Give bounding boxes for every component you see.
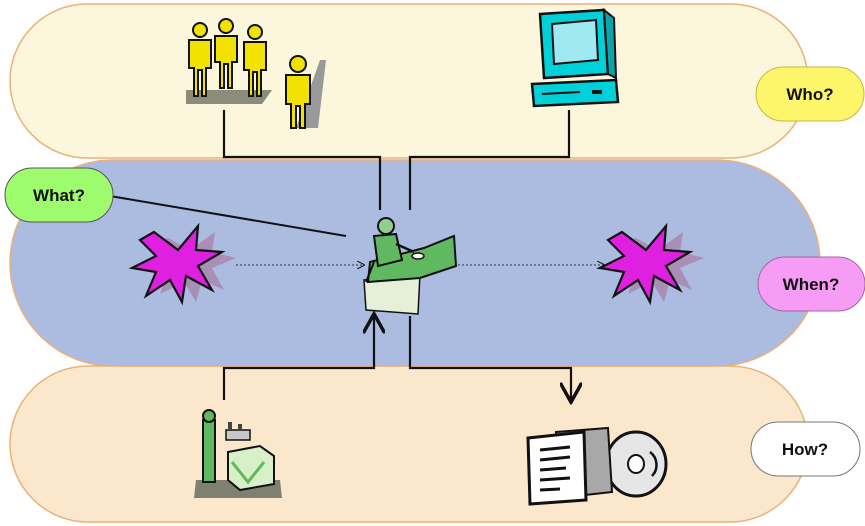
computer-icon [530, 7, 620, 108]
documents-disc-icon [526, 426, 668, 506]
how-bubble: How? [750, 421, 861, 477]
desk-worker-icon [363, 217, 458, 315]
connectors [109, 110, 571, 400]
how-band [9, 365, 809, 523]
who-band [9, 3, 809, 159]
what-label: What? [33, 186, 85, 205]
event-burst-icon [596, 222, 704, 306]
when-label: When? [783, 275, 840, 294]
event-burst-icon [128, 222, 236, 306]
when-bubble: When? [757, 256, 865, 312]
how-label: How? [782, 440, 828, 459]
people-group-icon [186, 18, 326, 129]
what-bubble: What? [4, 167, 114, 223]
who-label: Who? [786, 85, 833, 104]
supplier-factory-icon [194, 409, 282, 498]
who-bubble: Who? [755, 66, 865, 122]
